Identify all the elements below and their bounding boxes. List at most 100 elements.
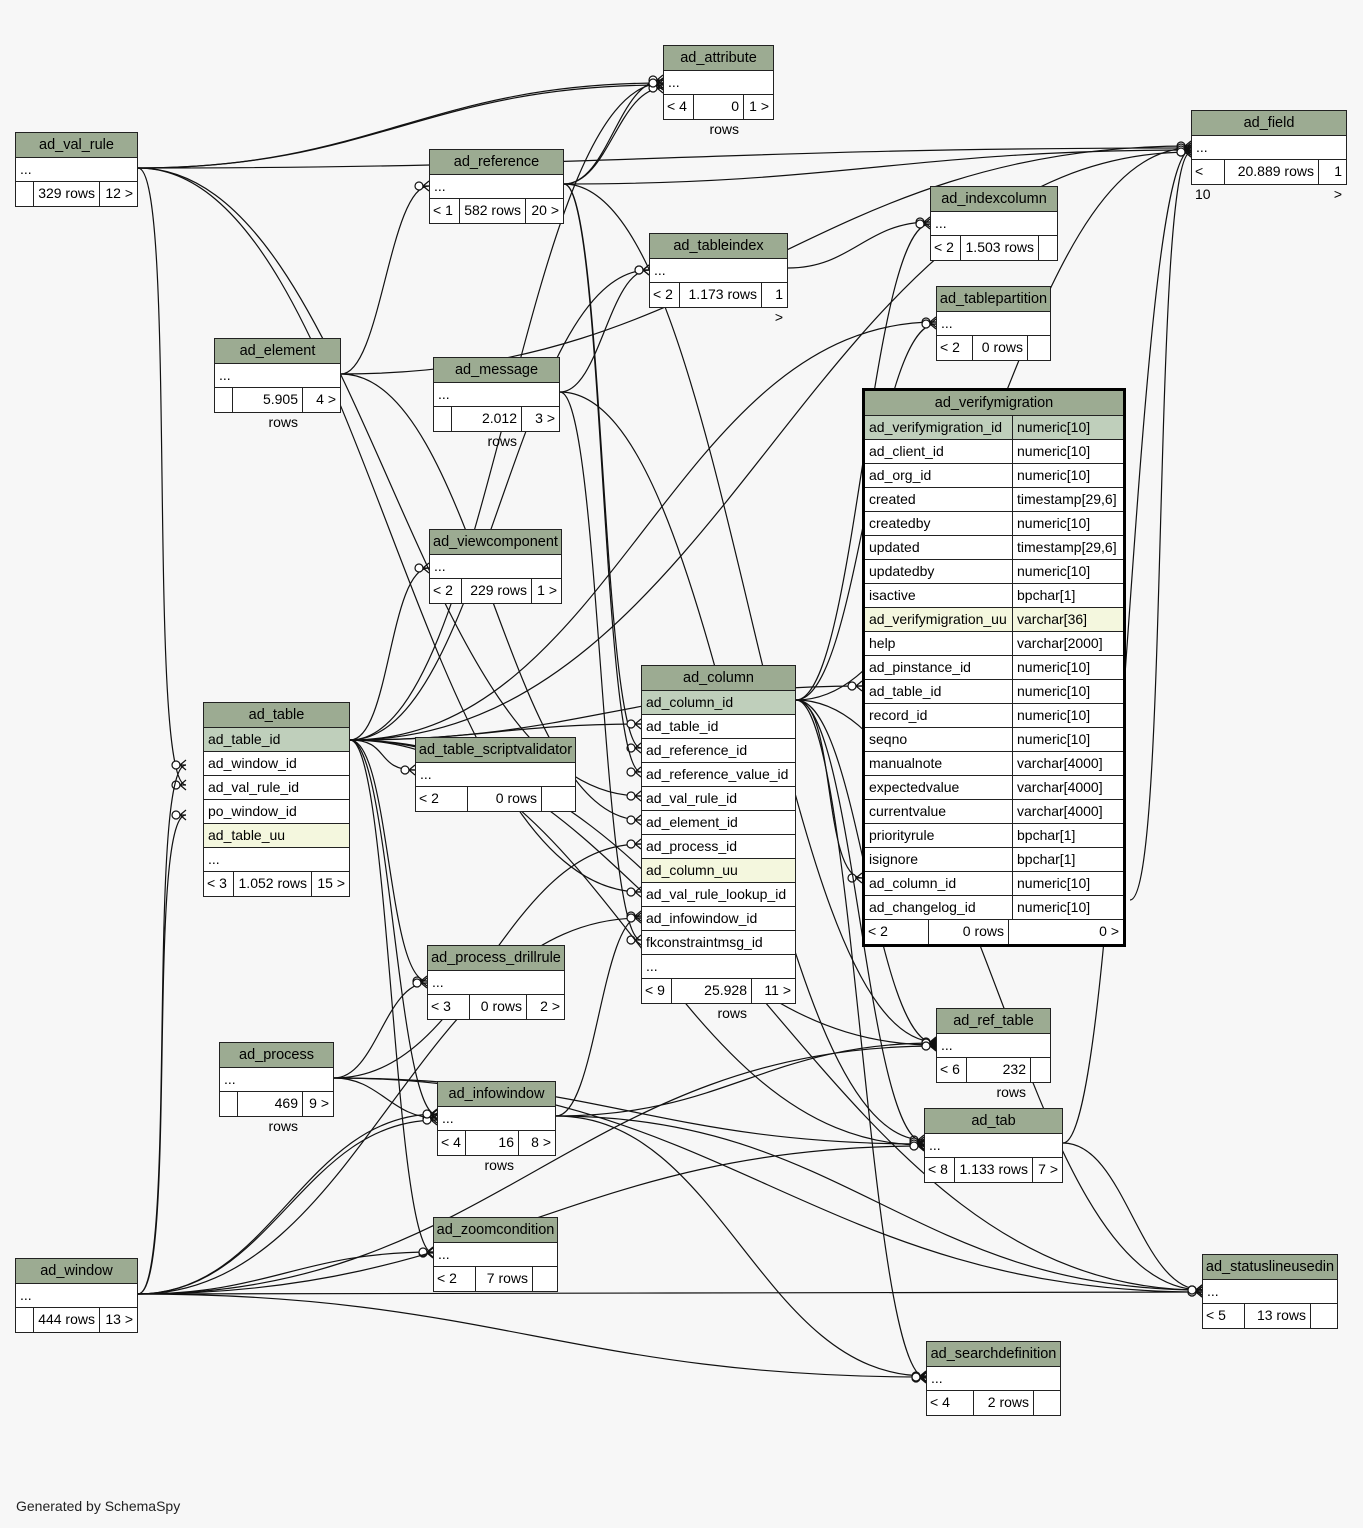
column-row[interactable]: ad_table_id bbox=[204, 728, 349, 752]
parent-count[interactable] bbox=[16, 182, 34, 206]
child-count[interactable] bbox=[533, 1267, 557, 1291]
parent-count[interactable]: < 4 bbox=[438, 1131, 466, 1155]
child-count[interactable]: 4 > bbox=[316, 391, 336, 407]
parent-count[interactable]: < 2 bbox=[650, 283, 680, 307]
column-row[interactable]: ad_reference_value_id bbox=[642, 763, 795, 787]
child-count[interactable] bbox=[1311, 1304, 1337, 1328]
child-count[interactable] bbox=[1039, 236, 1057, 260]
child-count[interactable]: 0 > bbox=[1099, 923, 1119, 939]
table-header[interactable]: ad_tableindex bbox=[650, 234, 787, 259]
child-count[interactable] bbox=[1028, 336, 1050, 360]
child-count[interactable]: 9 > bbox=[309, 1095, 329, 1111]
child-count[interactable]: 3 > bbox=[535, 410, 555, 426]
child-count[interactable] bbox=[1034, 1391, 1060, 1415]
table-header[interactable]: ad_table bbox=[204, 703, 349, 728]
child-count[interactable]: 13 > bbox=[105, 1311, 133, 1327]
child-count[interactable]: 11 > bbox=[764, 982, 791, 998]
child-count[interactable]: 8 > bbox=[531, 1134, 551, 1150]
parent-count[interactable]: < 2 bbox=[430, 579, 462, 603]
parent-count[interactable]: < 2 bbox=[416, 787, 468, 811]
column-row[interactable]: ad_val_rule_id bbox=[642, 787, 795, 811]
parent-count[interactable]: < 8 bbox=[925, 1158, 955, 1182]
parent-count[interactable]: < 9 bbox=[642, 979, 672, 1003]
table-header[interactable]: ad_viewcomponent bbox=[430, 530, 561, 555]
child-count[interactable]: 7 > bbox=[1038, 1161, 1058, 1177]
table-header[interactable]: ad_indexcolumn bbox=[931, 187, 1057, 212]
child-count[interactable]: 12 > bbox=[105, 185, 133, 201]
parent-count[interactable] bbox=[16, 1308, 34, 1332]
column-row[interactable]: fkconstraintmsg_id bbox=[642, 931, 795, 955]
column-row[interactable]: ad_reference_id bbox=[642, 739, 795, 763]
child-count[interactable]: 1 > bbox=[1333, 163, 1342, 202]
table-header[interactable]: ad_infowindow bbox=[438, 1082, 555, 1107]
column-row[interactable]: ad_table_id bbox=[642, 715, 795, 739]
column-row[interactable]: ad_val_rule_lookup_id bbox=[642, 883, 795, 907]
parent-count[interactable]: < 6 bbox=[937, 1058, 967, 1082]
table-header[interactable]: ad_verifymigration bbox=[865, 391, 1123, 416]
table-header[interactable]: ad_attribute bbox=[664, 46, 773, 71]
table-header[interactable]: ad_table_scriptvalidator bbox=[416, 738, 575, 763]
column-row[interactable]: ad_table_uu bbox=[204, 824, 349, 848]
parent-count[interactable]: < 2 bbox=[937, 336, 973, 360]
child-count[interactable] bbox=[1031, 1058, 1050, 1082]
child-count[interactable]: 2 > bbox=[540, 998, 560, 1014]
table-header[interactable]: ad_val_rule bbox=[16, 133, 137, 158]
table-header[interactable]: ad_tablepartition bbox=[937, 287, 1050, 312]
parent-count[interactable]: < 1 bbox=[430, 199, 460, 223]
parent-count[interactable] bbox=[434, 407, 452, 431]
table-header[interactable]: ad_searchdefinition bbox=[927, 1342, 1060, 1367]
column-row[interactable]: ad_window_id bbox=[204, 752, 349, 776]
parent-count[interactable] bbox=[220, 1092, 238, 1116]
parent-count[interactable]: < 2 bbox=[931, 236, 961, 260]
parent-count[interactable]: < 3 bbox=[204, 872, 234, 896]
column-row[interactable]: ad_process_id bbox=[642, 835, 795, 859]
child-count[interactable]: 1 > bbox=[749, 98, 769, 114]
table-header[interactable]: ad_column bbox=[642, 666, 795, 691]
table-header[interactable]: ad_reference bbox=[430, 150, 563, 175]
table-header[interactable]: ad_tab bbox=[925, 1109, 1062, 1134]
child-count[interactable]: 1 > bbox=[774, 286, 783, 325]
column-row[interactable]: ad_element_id bbox=[642, 811, 795, 835]
column-row[interactable]: ad_infowindow_id bbox=[642, 907, 795, 931]
child-count[interactable]: 15 > bbox=[317, 875, 345, 891]
table-header[interactable]: ad_message bbox=[434, 358, 559, 383]
parent-count[interactable]: < 5 bbox=[1203, 1304, 1245, 1328]
